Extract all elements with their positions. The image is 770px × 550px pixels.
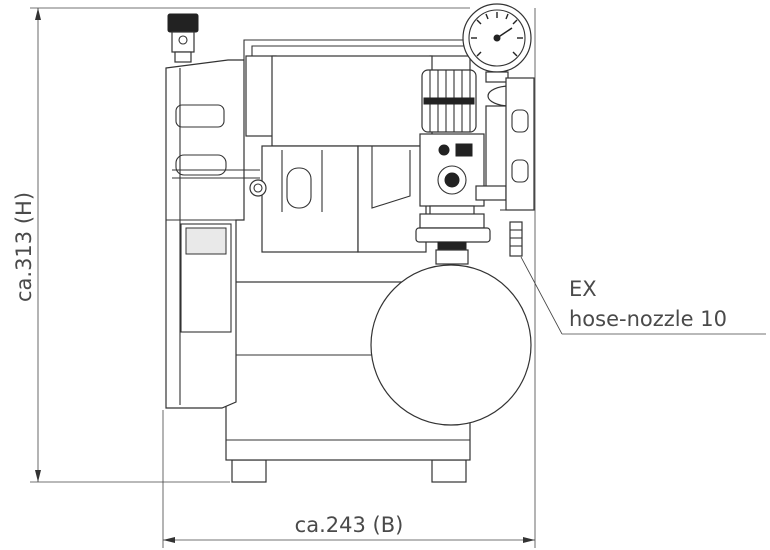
flask-clamp [415, 227, 491, 243]
handle-slot-mid [175, 154, 227, 176]
height-dimension: ca.313 (H) [12, 7, 470, 483]
right-foot [431, 459, 467, 483]
height-arrow-top [35, 8, 41, 20]
callout-line-2: hose-nozzle 10 [569, 307, 727, 331]
round-bottom-flask [370, 264, 532, 426]
gauge-needle [496, 27, 513, 39]
valve-block [419, 133, 485, 207]
hose-nozzle [509, 221, 523, 257]
side-plug [249, 179, 267, 197]
width-arrow-right [523, 537, 535, 543]
height-label: ca.313 (H) [12, 192, 36, 302]
width-dimension: ca.243 (B) [162, 8, 536, 548]
hose-nozzle-callout: EX hose-nozzle 10 [520, 256, 766, 335]
height-arrow-bottom [35, 470, 41, 482]
cylinder-left [261, 145, 359, 253]
gauge-ticks [471, 12, 523, 57]
indicator-window [185, 227, 227, 255]
compressor-body [165, 3, 535, 483]
width-label: ca.243 (B) [295, 513, 404, 537]
left-foot [231, 459, 267, 483]
cylinder-head [271, 55, 433, 147]
handle-slot-top [175, 104, 225, 128]
callout-leader [520, 256, 563, 335]
sight-slot [286, 167, 312, 209]
width-arrow-left [163, 537, 175, 543]
callout-line-1: EX [569, 277, 597, 301]
right-frame [505, 77, 535, 211]
top-knob [167, 13, 199, 33]
flask-neck [435, 249, 469, 265]
